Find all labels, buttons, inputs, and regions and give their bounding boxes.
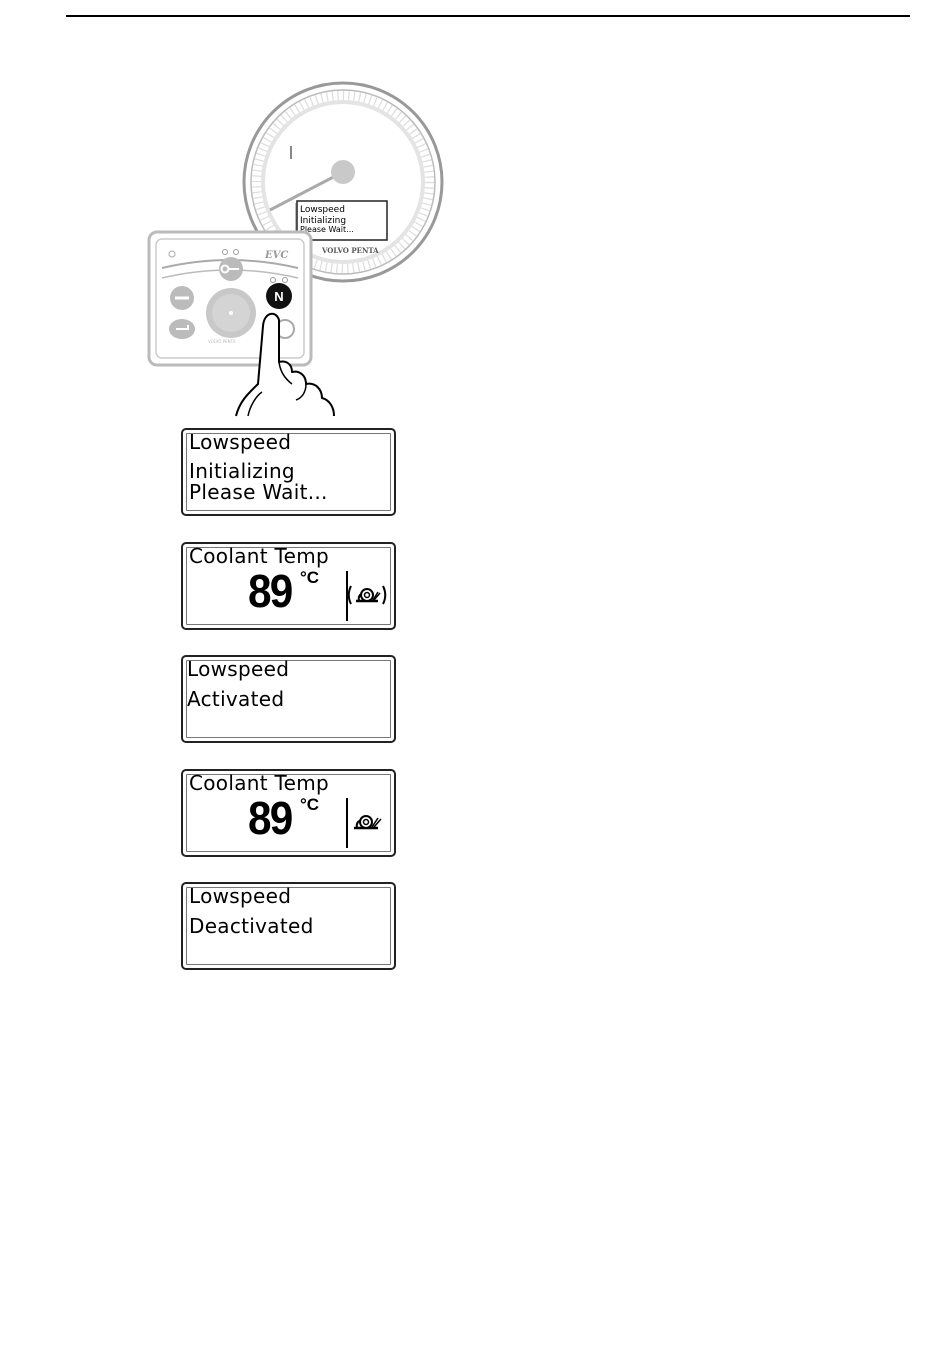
lcd-display-coolant-temp: Coolant Temp 89 °C [181,769,396,857]
evc-label: EVC [264,250,288,261]
snail-icon [347,807,387,837]
display-line1: Lowspeed [189,431,291,453]
temperature-unit: °C [300,795,319,815]
gauge-mark [290,146,292,159]
display-line3: Please Wait... [189,482,328,502]
lcd-display-activated: Lowspeed Activated [181,655,396,743]
neutral-n-button[interactable]: N [266,283,292,309]
temperature-unit: °C [300,568,319,588]
minus-button[interactable] [170,286,194,310]
evc-control-panel: EVC N VOLVO PENTA [149,232,311,365]
key-button[interactable] [219,257,243,281]
lcd-display-coolant-temp-blinking: Coolant Temp 89 °C [181,542,396,630]
instrument-illustration: Lowspeed Initializing Please Wait... VOL… [140,75,450,420]
display-line2: Deactivated [189,916,314,936]
display-line1: Lowspeed [187,658,289,680]
header-rule [66,15,910,17]
lcd-display-initializing: Lowspeed Initializing Please Wait... [181,428,396,516]
display-title: Coolant Temp [189,545,329,567]
lcd-display-deactivated: Lowspeed Deactivated [181,882,396,970]
temperature-value: 89 [248,795,291,841]
display-line2: Initializing [189,461,295,481]
gauge-screen-line1: Lowspeed [300,205,345,215]
snail-icon-blinking [347,580,387,610]
display-line2: Activated [187,689,284,709]
temperature-value: 89 [248,568,291,614]
display-title: Coolant Temp [189,772,329,794]
n-button-label: N [274,289,283,304]
display-line1: Lowspeed [189,885,291,907]
panel-brand: VOLVO PENTA [208,339,236,344]
back-button[interactable] [169,319,195,339]
gauge-brand: VOLVO PENTA [321,246,379,255]
navigation-dial[interactable] [206,288,256,338]
